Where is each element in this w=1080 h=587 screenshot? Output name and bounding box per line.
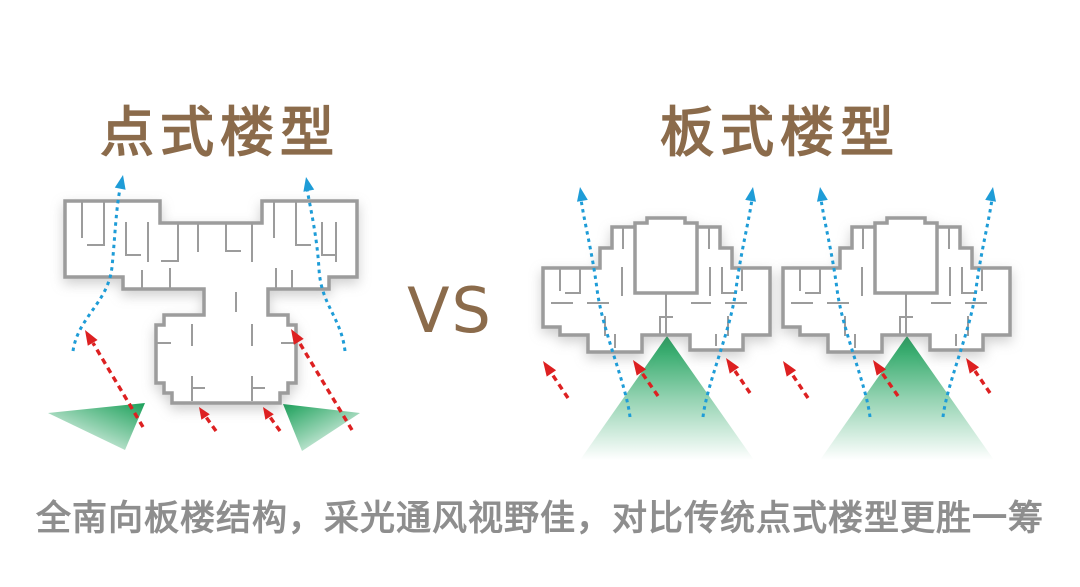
airflow-arrow-icon — [303, 177, 347, 352]
sunlight-arrow-icon — [199, 407, 218, 432]
left-diagram-title: 点式楼型 — [100, 101, 340, 164]
slab-building-unit — [541, 187, 772, 460]
right-diagram-title: 板式楼型 — [660, 101, 900, 164]
vs-label: VS — [407, 274, 493, 347]
sunlight-arrow-icon — [263, 407, 282, 432]
light-cone — [580, 336, 754, 460]
interior-partitions — [81, 202, 337, 401]
caption-text: 全南向板楼结构，采光通风视野佳，对比传统点式楼型更胜一筹 — [35, 499, 1044, 539]
point-tower-floor-plan — [63, 199, 359, 405]
light-cone — [283, 404, 360, 451]
slab-building-unit-2 — [783, 187, 1010, 460]
airflow-arrow-icon — [71, 175, 126, 352]
airflow-arrow-icon — [701, 187, 756, 418]
sunlight-arrow-icon — [543, 361, 570, 399]
slab-type-diagram — [541, 165, 1050, 495]
interior-partitions — [551, 226, 747, 348]
sunlight-arrow-icon — [291, 329, 354, 431]
sunlight-arrow-icon — [85, 330, 145, 428]
point-type-diagram — [48, 175, 360, 451]
slab-floor-plan — [541, 216, 772, 354]
light-cone — [48, 403, 145, 450]
airflow-arrow-icon — [577, 187, 632, 418]
sunlight-arrow-icon — [633, 360, 660, 397]
sunlight-arrow-icon — [726, 358, 752, 394]
